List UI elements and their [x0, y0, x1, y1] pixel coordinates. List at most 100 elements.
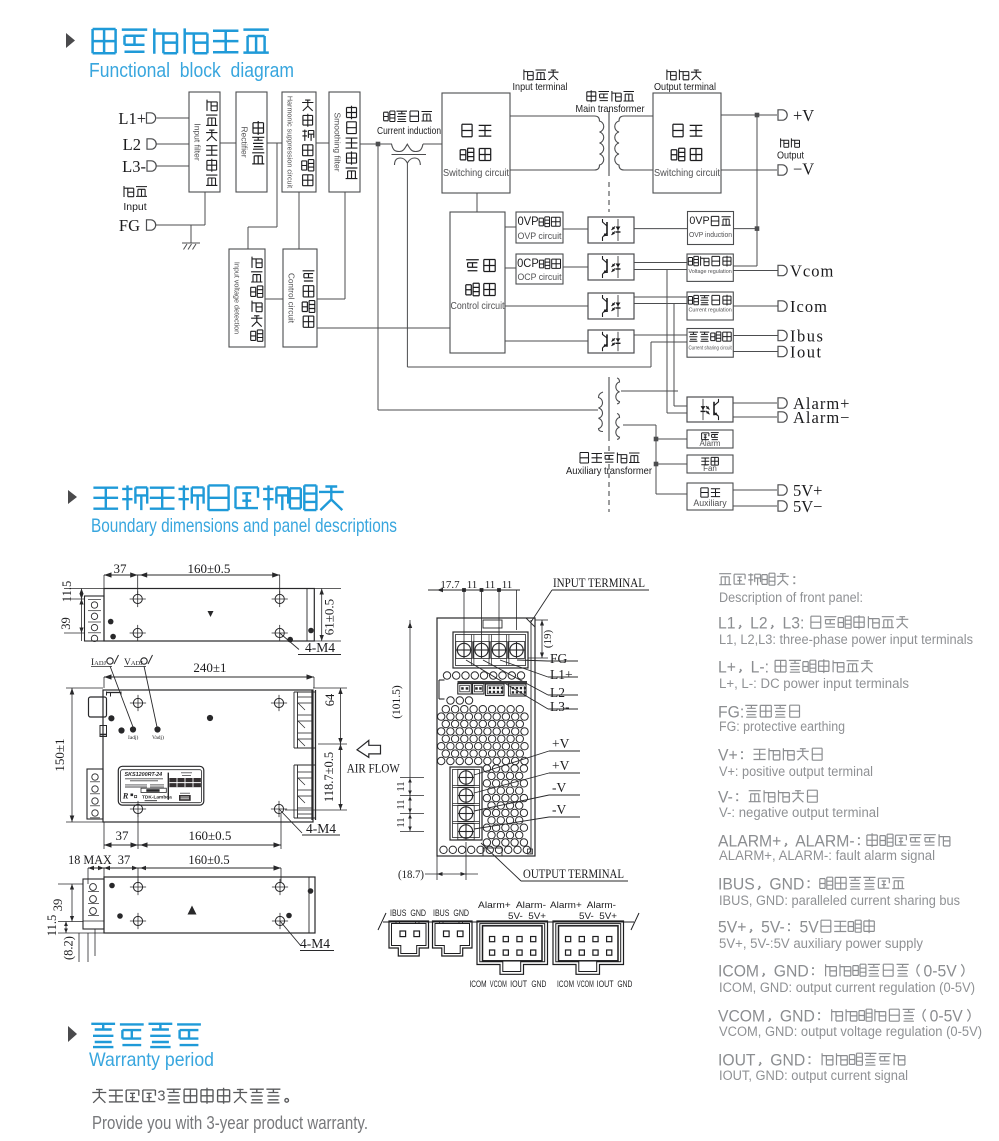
- svg-text:V-: V-: [718, 789, 733, 807]
- svg-text:L1+: L1+: [118, 109, 146, 128]
- svg-text:L+: L+: [718, 659, 736, 677]
- svg-text:Voltage regulation: Voltage regulation: [688, 269, 731, 275]
- svg-text:Input voltage detection: Input voltage detection: [233, 262, 242, 334]
- svg-text:0-5V: 0-5V: [924, 963, 957, 981]
- svg-text:L2: L2: [123, 135, 141, 154]
- svg-text:IOUT: IOUT: [597, 979, 615, 989]
- svg-text:IOUT: IOUT: [510, 979, 528, 989]
- svg-text:L-:: L-:: [746, 659, 773, 677]
- svg-text:Vadj): Vadj): [152, 734, 164, 741]
- svg-text:(101.5): (101.5): [391, 685, 403, 719]
- svg-text:IOUT, GND: output current sign: IOUT, GND: output current signal: [719, 1068, 908, 1083]
- svg-text:Switching circuit: Switching circuit: [654, 168, 720, 179]
- svg-text:FG: FG: [550, 651, 568, 666]
- svg-text:OCP circuit: OCP circuit: [518, 272, 562, 282]
- svg-text:IBUS GND: IBUS GND: [433, 908, 469, 918]
- svg-text:Input: Input: [123, 201, 146, 213]
- svg-text:Current sharing circuit: Current sharing circuit: [688, 346, 732, 352]
- svg-text:L+, L-: DC power input termina: L+, L-: DC power input terminals: [719, 676, 909, 691]
- svg-text:5V: 5V: [795, 919, 819, 937]
- svg-text:VCOM: VCOM: [718, 1008, 765, 1026]
- svg-text:Provide you with 3-year produc: Provide you with 3-year product warranty…: [92, 1112, 368, 1133]
- svg-text:118.7±0.5: 118.7±0.5: [322, 752, 336, 802]
- svg-text:V-: negative output terminal: V-: negative output terminal: [719, 805, 879, 820]
- svg-text:Main transformer: Main transformer: [576, 104, 645, 115]
- svg-text:Smoothing filter: Smoothing filter: [333, 112, 343, 171]
- svg-text:11: 11: [467, 579, 478, 591]
- svg-text:OUTPUT TERMINAL: OUTPUT TERMINAL: [523, 867, 624, 881]
- svg-text:Iout: Iout: [790, 343, 823, 362]
- svg-text:L3-: L3-: [550, 699, 570, 714]
- svg-text:IBUS GND: IBUS GND: [390, 908, 426, 918]
- svg-text:ICOM: ICOM: [470, 979, 487, 989]
- svg-text:AIR FLOW: AIR FLOW: [347, 761, 401, 776]
- svg-text:18 MAX: 18 MAX: [68, 853, 112, 867]
- svg-text:5V-: 5V-: [757, 919, 785, 937]
- svg-text:ALARM+: ALARM+: [718, 833, 781, 851]
- svg-text:L3-: L3-: [122, 157, 146, 176]
- svg-text:Ibus: Ibus: [790, 327, 824, 346]
- svg-text:Fan: Fan: [703, 464, 717, 473]
- svg-text:GND: GND: [766, 1052, 805, 1070]
- svg-text:Warranty period: Warranty period: [89, 1049, 214, 1071]
- svg-text:FG: protective earthing: FG: protective earthing: [719, 719, 845, 734]
- svg-text:+V: +V: [793, 106, 814, 125]
- svg-text:Description of front panel:: Description of front panel:: [719, 590, 863, 605]
- svg-text:VADJ: VADJ: [124, 658, 143, 668]
- svg-text:Iadj): Iadj): [128, 734, 139, 741]
- svg-text:Harmonic suppression circuit: Harmonic suppression circuit: [286, 96, 295, 188]
- svg-text:Switching circuit: Switching circuit: [443, 168, 509, 179]
- svg-text:Current regulation: Current regulation: [688, 308, 731, 314]
- svg-text:GND: GND: [765, 876, 804, 894]
- svg-text:OVP induction: OVP induction: [689, 232, 732, 239]
- svg-text:Alarm+: Alarm+: [793, 394, 850, 413]
- svg-text:VCOM, GND: output voltage regu: VCOM, GND: output voltage regulation (0-…: [719, 1024, 982, 1039]
- svg-text:Alarm: Alarm: [700, 439, 721, 448]
- svg-text:5V+, 5V-:5V auxiliary power su: 5V+, 5V-:5V auxiliary power supply: [719, 936, 923, 951]
- svg-text:+V: +V: [552, 758, 570, 773]
- svg-text:(8.2): (8.2): [62, 936, 76, 960]
- svg-text:61±0.5: 61±0.5: [322, 599, 337, 635]
- svg-text:5V- 5V+: 5V- 5V+: [508, 911, 546, 921]
- svg-text:Control circuit: Control circuit: [451, 301, 505, 312]
- svg-text:64: 64: [323, 693, 337, 706]
- svg-text:0CP: 0CP: [517, 258, 539, 270]
- svg-text:0VP: 0VP: [518, 216, 539, 228]
- svg-text:4-M4: 4-M4: [300, 936, 330, 951]
- svg-text:Input terminal: Input terminal: [513, 82, 568, 93]
- svg-text:ALARM-: ALARM-: [792, 833, 855, 851]
- svg-text:160±0.5: 160±0.5: [188, 561, 231, 576]
- svg-text:FG:: FG:: [718, 704, 744, 722]
- svg-text:39: 39: [51, 899, 65, 912]
- svg-text:11: 11: [396, 799, 407, 809]
- svg-text:R: R: [122, 791, 129, 801]
- svg-text:GND: GND: [776, 1008, 815, 1026]
- svg-text:-V: -V: [552, 802, 566, 817]
- svg-text:(18.7): (18.7): [398, 869, 424, 881]
- svg-text:INPUT TERMINAL: INPUT TERMINAL: [553, 576, 645, 590]
- svg-text:240±1: 240±1: [193, 660, 226, 675]
- svg-text:L1: L1: [718, 615, 736, 633]
- svg-text:0VP: 0VP: [689, 215, 709, 227]
- svg-text:Output: Output: [777, 151, 804, 162]
- svg-text:GND: GND: [617, 979, 632, 989]
- svg-text:L2: L2: [746, 615, 768, 633]
- svg-text:-V: -V: [552, 780, 566, 795]
- svg-text:IBUS, GND: paralleled current: IBUS, GND: paralleled current sharing bu…: [719, 893, 960, 908]
- svg-text:L3:: L3:: [778, 615, 809, 633]
- svg-text:5V- 5V+: 5V- 5V+: [579, 911, 617, 921]
- svg-text:+V: +V: [552, 736, 570, 751]
- svg-text:ICOM: ICOM: [557, 979, 574, 989]
- svg-text:37: 37: [114, 561, 128, 576]
- svg-text:Current induction: Current induction: [377, 126, 441, 137]
- svg-text:11: 11: [396, 781, 407, 791]
- svg-text:GND: GND: [769, 963, 808, 981]
- svg-text:11.5: 11.5: [60, 581, 74, 602]
- svg-text:Auxiliary transformer: Auxiliary transformer: [566, 466, 653, 477]
- svg-text:GND: GND: [531, 979, 546, 989]
- svg-text:160±0.5: 160±0.5: [188, 853, 229, 867]
- svg-text:5V+: 5V+: [718, 919, 746, 937]
- svg-text:150±1: 150±1: [52, 738, 67, 771]
- svg-text:Output terminal: Output terminal: [654, 82, 716, 93]
- svg-text:FG: FG: [119, 216, 140, 235]
